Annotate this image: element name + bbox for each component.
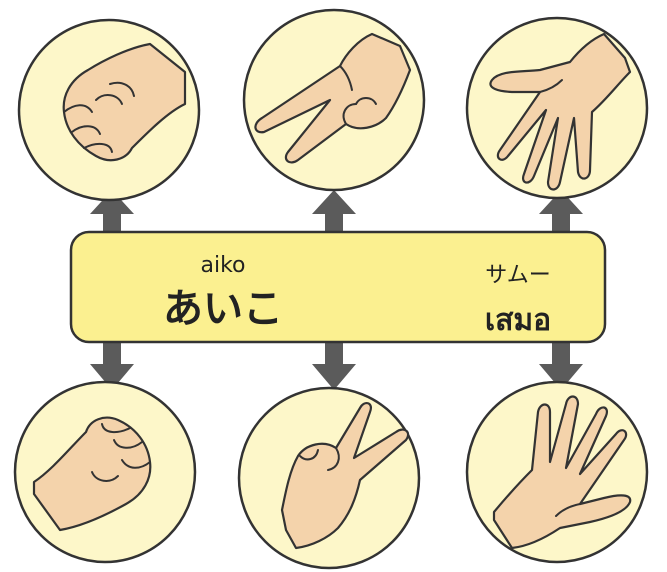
thai-reading-label: サムー: [485, 263, 551, 288]
scissors-icon: [254, 32, 412, 164]
label-banner: aiko あいこ サムー เสมอ: [69, 230, 607, 344]
arrow-bottom-middle: [312, 330, 356, 390]
japanese-word-label: あいこ: [163, 286, 283, 332]
scissors-icon: [280, 402, 410, 550]
bottom-scissors-circle: [237, 386, 421, 570]
rock-icon: [62, 42, 187, 162]
rock-icon: [32, 416, 152, 532]
arrow-top-right: [539, 190, 583, 240]
bottom-rock-circle: [13, 380, 197, 564]
paper-icon: [489, 32, 632, 191]
paper-icon: [492, 395, 632, 550]
thai-word-label: เสมอ: [485, 303, 551, 338]
arrow-top-middle: [312, 190, 356, 240]
arrow-top-left: [90, 190, 134, 240]
arrow-bottom-left: [90, 330, 134, 390]
top-rock-circle: [17, 18, 201, 202]
japanese-romaji-label: aiko: [200, 253, 245, 278]
top-paper-circle: [465, 16, 649, 200]
bottom-paper-circle: [465, 380, 649, 564]
top-scissors-circle: [242, 8, 426, 192]
arrow-bottom-right: [539, 330, 583, 390]
